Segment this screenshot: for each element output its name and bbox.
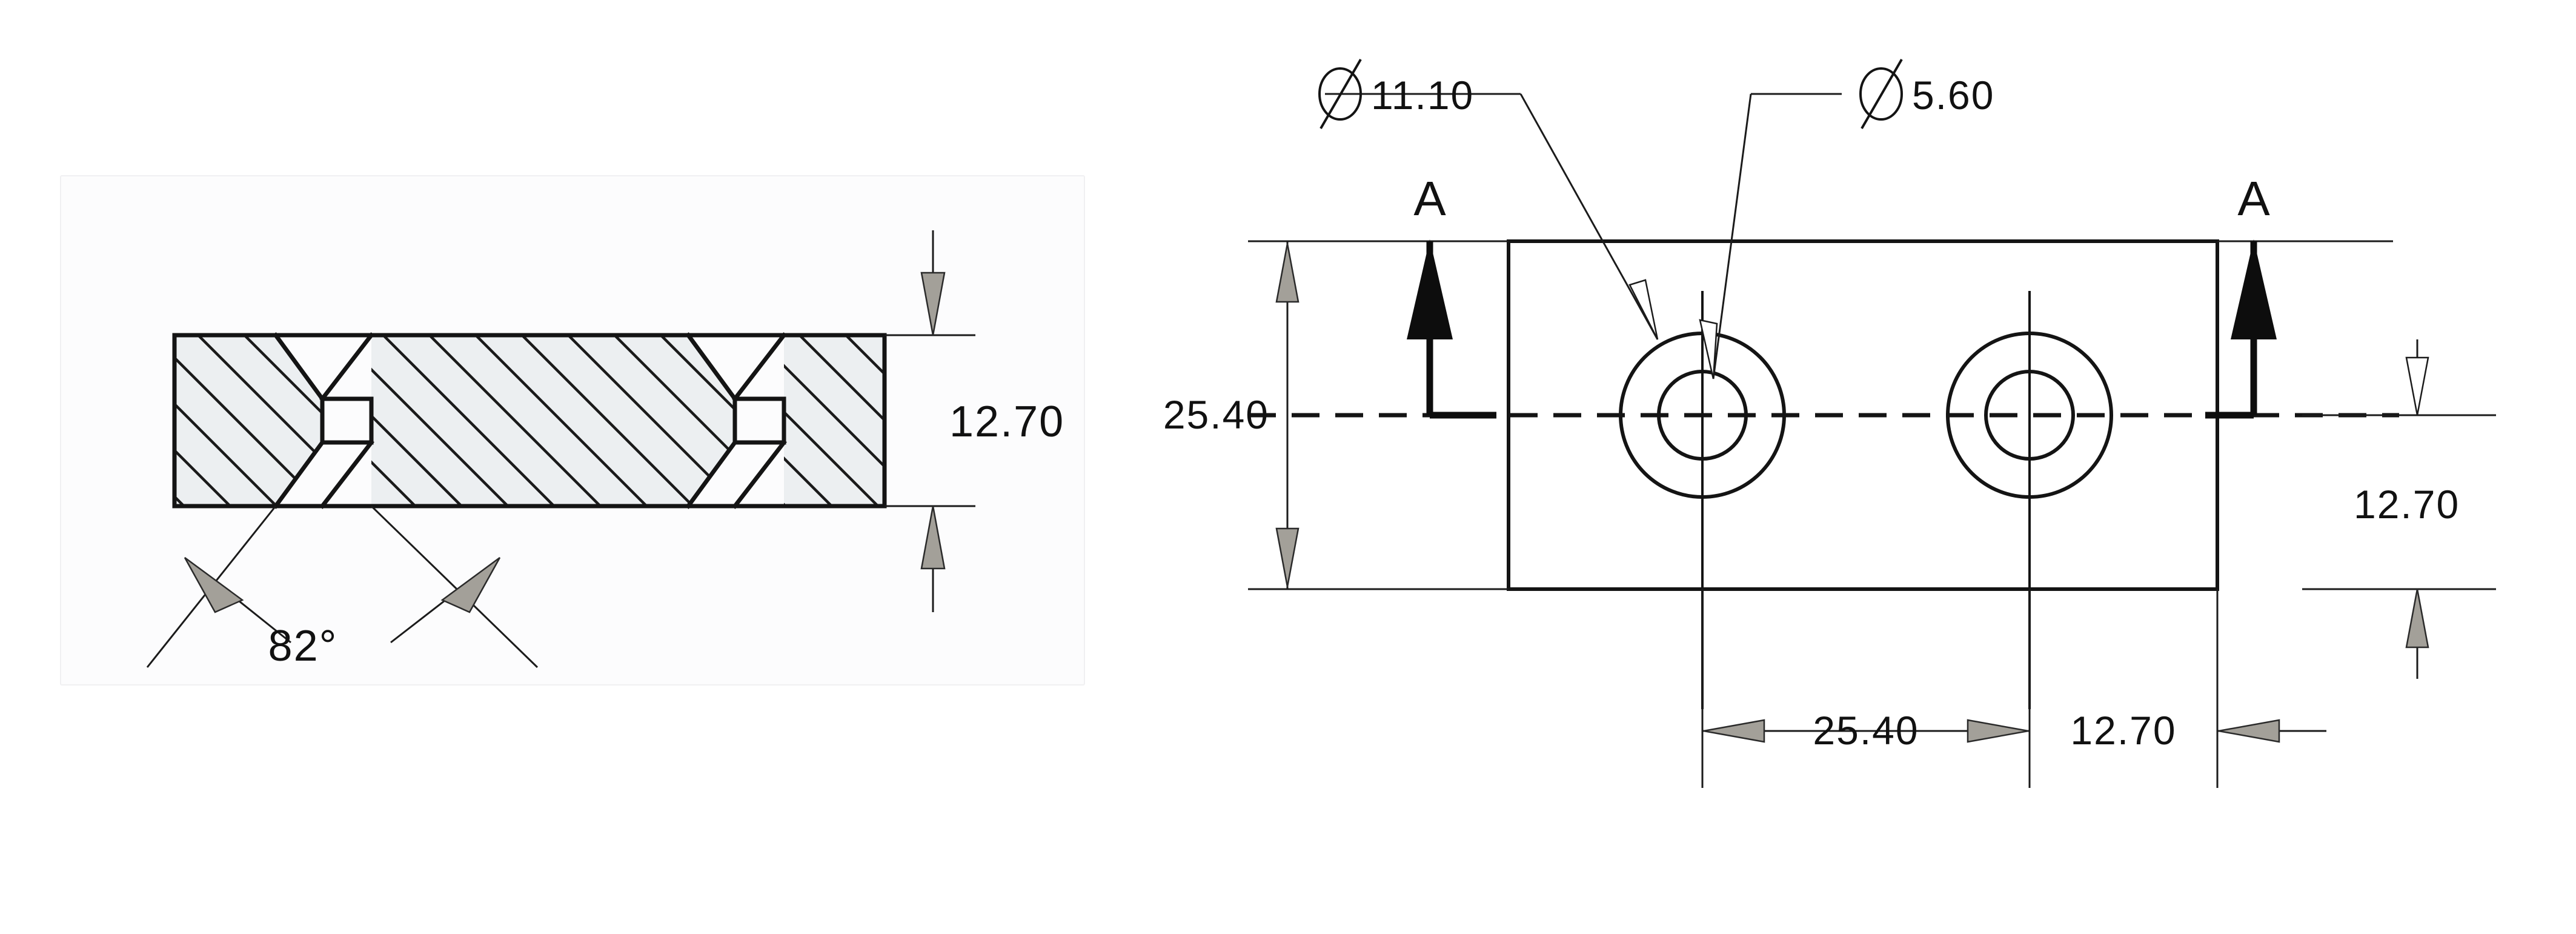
dimension-centerline-to-bottom: 12.70	[2302, 339, 2496, 679]
dim-arrow-cl-bottom-bottom	[2405, 589, 2429, 649]
front-view-group: 11.10 5.60 A A	[1163, 58, 2496, 788]
dimension-hole-spacing: 25.40	[1701, 589, 2031, 788]
dim-arrow-spacing-right	[1967, 719, 2029, 743]
dim-arrow-edge-distance	[2218, 719, 2280, 743]
section-letter-left: A	[1413, 172, 1446, 225]
hatch-region-right	[784, 335, 885, 506]
section-mark-left: A	[1248, 172, 1509, 419]
callout-through-hole-diameter: 5.60	[1699, 58, 1994, 379]
dimension-plate-height: 25.40	[1163, 241, 1509, 590]
dimension-value-countersink-angle: 82°	[268, 622, 338, 670]
diameter-symbol-right	[1859, 58, 1903, 130]
dim-arrow-spacing-left	[1703, 719, 1765, 743]
dimension-edge-distance: 12.70	[2070, 589, 2326, 788]
callout-countersink-diameter: 11.10	[1318, 58, 1659, 340]
dim-arrow-height-top	[1275, 243, 1300, 303]
section-letter-right: A	[2237, 172, 2270, 225]
countersunk-hole-profile-right	[685, 332, 787, 509]
plate-section-outline	[172, 333, 887, 509]
dimension-value-hole-spacing: 25.40	[1813, 708, 1919, 753]
diameter-symbol-left	[1318, 58, 1362, 130]
dim-arrow-thickness-bottom	[920, 505, 946, 570]
dim-arrow-cl-bottom-top	[2405, 356, 2429, 416]
hatch-region-centre	[371, 335, 735, 506]
dimension-countersink-angle: 82°	[146, 505, 539, 670]
callout-arrow-through-hole	[1699, 319, 1718, 379]
angle-arrow-right	[440, 556, 501, 613]
section-arrow-right	[2231, 239, 2277, 339]
dimension-value-plate-height: 25.40	[1163, 392, 1269, 437]
dimension-thickness: 12.70	[885, 230, 1064, 612]
section-view-group: 12.70 82°	[146, 230, 1064, 670]
countersunk-hole-profile-left	[273, 332, 374, 509]
dim-arrow-thickness-top	[920, 272, 946, 336]
angle-arrow-left	[184, 556, 244, 613]
dimension-value-thickness: 12.70	[949, 398, 1064, 446]
dimension-value-centerline-to-bottom: 12.70	[2354, 482, 2460, 527]
section-arrow-left	[1407, 239, 1453, 339]
section-mark-right: A	[2205, 172, 2393, 419]
callout-value-countersink-diameter: 11.10	[1371, 73, 1474, 118]
dim-arrow-height-bottom	[1275, 527, 1300, 587]
section-hatching	[174, 335, 885, 506]
callout-arrow-countersink	[1628, 279, 1659, 340]
dimension-value-edge-distance: 12.70	[2070, 708, 2176, 753]
callout-value-through-hole-diameter: 5.60	[1912, 73, 1994, 118]
hatch-region-left	[174, 335, 322, 506]
